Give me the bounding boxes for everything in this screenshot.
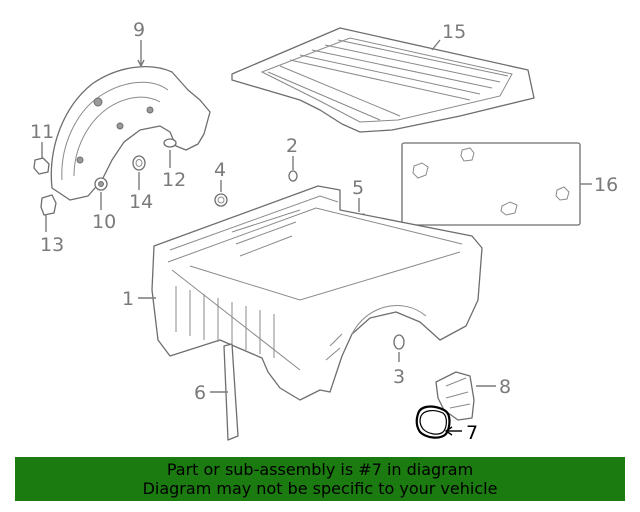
part-6-strip[interactable] <box>223 343 239 441</box>
callout-3: 3 <box>393 366 405 388</box>
callout-7: 7 <box>466 422 478 444</box>
info-banner: Part or sub-assembly is #7 in diagram Di… <box>15 457 625 501</box>
part-11-clip[interactable] <box>33 157 50 175</box>
callout-4: 4 <box>214 159 226 181</box>
callout-13: 13 <box>40 234 64 256</box>
callout-5: 5 <box>352 177 364 199</box>
callout-6: 6 <box>194 382 206 404</box>
part-4-grommet[interactable] <box>214 193 228 207</box>
part-14-grommet[interactable] <box>132 155 146 171</box>
leader-lines <box>41 39 592 436</box>
part-12-washer[interactable] <box>163 138 177 148</box>
callout-8: 8 <box>499 376 511 398</box>
part-1-pickup-box[interactable] <box>151 185 483 401</box>
callout-15: 15 <box>442 21 466 43</box>
callout-14: 14 <box>129 191 153 213</box>
callout-10: 10 <box>92 211 116 233</box>
banner-line-2: Diagram may not be specific to your vehi… <box>142 479 498 498</box>
part-13-bracket[interactable] <box>40 194 57 216</box>
part-10-fastener[interactable] <box>94 177 108 191</box>
banner-line-1: Part or sub-assembly is #7 in diagram <box>166 460 474 479</box>
part-8-bracket[interactable] <box>435 371 475 421</box>
parts-diagram: 9 15 11 2 4 12 16 5 14 10 13 1 3 8 6 7 <box>30 19 618 444</box>
callout-12: 12 <box>162 169 186 191</box>
callout-1: 1 <box>122 288 134 310</box>
callout-11: 11 <box>30 121 54 143</box>
callout-labels: 9 15 11 2 4 12 16 5 14 10 13 1 3 8 6 7 <box>30 19 618 444</box>
part-7-pad[interactable] <box>415 405 451 439</box>
part-16-panel[interactable] <box>401 142 581 226</box>
callout-9: 9 <box>133 19 145 41</box>
part-9-wheelhouse-liner[interactable] <box>50 66 211 201</box>
part-15-bed-mat[interactable] <box>231 27 535 133</box>
callout-2: 2 <box>286 135 298 157</box>
part-3-plug[interactable] <box>393 334 405 350</box>
callout-16: 16 <box>594 174 618 196</box>
part-2-plug[interactable] <box>288 170 298 182</box>
